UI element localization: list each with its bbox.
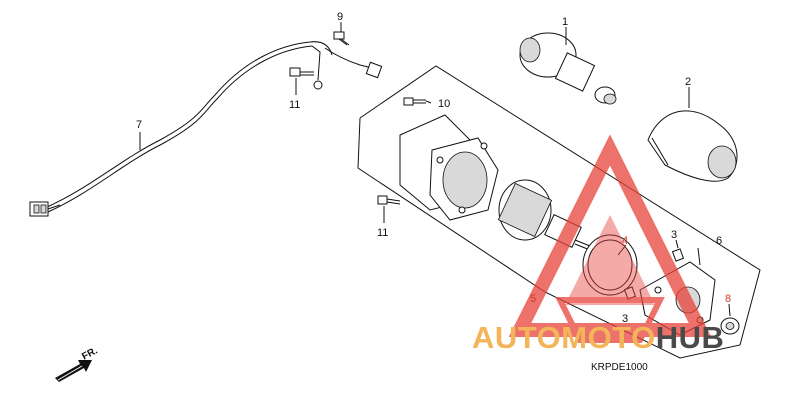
wire-harness [29,41,383,217]
diagram-code: KRPDE1000 [591,362,648,373]
starter-clutch [519,32,617,105]
front-arrow-icon [55,360,92,382]
o-ring [582,234,638,296]
watermark-text: AUTOMOTOHUB [472,320,724,355]
bolt-9 [333,31,350,46]
bolt-11-top [289,67,314,77]
leader-lines [139,22,731,317]
front-marker-label: FR. [80,345,100,362]
callout-4: 4 [622,235,628,247]
callout-8: 8 [725,293,731,305]
starter-housing [399,114,499,221]
callout-5: 5 [530,293,536,305]
callout-3-lower: 3 [622,313,628,325]
rubber-boot [647,110,738,182]
washer [720,317,740,335]
callout-11-lower: 11 [377,227,388,239]
watermark-logo [508,134,712,343]
callout-10: 10 [438,98,450,110]
callout-11-top: 11 [289,99,300,111]
callout-1: 1 [562,16,568,28]
callout-6: 6 [716,235,722,247]
callout-9: 9 [337,11,343,23]
callout-7: 7 [136,119,142,131]
callout-3-upper: 3 [671,229,677,241]
assembly-outline [357,65,761,359]
terminal-connector [365,61,383,79]
armature [497,179,601,255]
bolt-11-lower [377,195,401,205]
bolt-10 [403,97,426,106]
screw-3-upper [671,248,685,262]
ring-terminal [313,80,323,90]
callout-2: 2 [685,76,691,88]
